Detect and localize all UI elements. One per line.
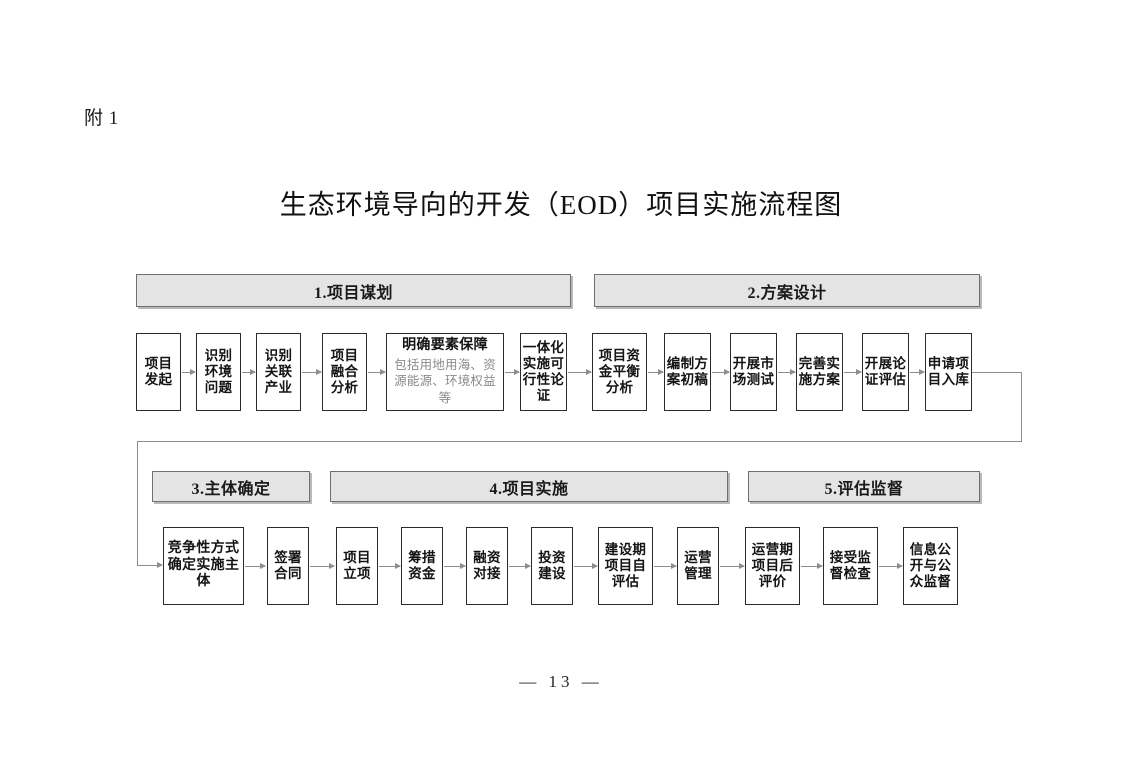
- flow-node-sign-contract[interactable]: 签署合同: [267, 527, 309, 605]
- node-title: 编制方案初稿: [666, 356, 709, 387]
- arrow-m5-m6: [509, 561, 531, 571]
- flow-node-information-disclosure-public-supervision[interactable]: 信息公开与公众监督: [903, 527, 958, 605]
- flow-node-project-approval[interactable]: 项目立项: [336, 527, 378, 605]
- node-title: 投资建设: [538, 550, 566, 581]
- flow-node-fund-balance-analysis[interactable]: 项目资金平衡分析: [592, 333, 647, 411]
- flow-node-identify-related-industries[interactable]: 识别关联产业: [256, 333, 301, 411]
- arrow-m8-m9: [720, 561, 745, 571]
- node-title: 项目立项: [343, 550, 371, 581]
- arrow-m10-m11: [879, 561, 903, 571]
- flow-node-improve-implementation-plan[interactable]: 完善实施方案: [796, 333, 843, 411]
- node-title: 项目资金平衡分析: [598, 348, 641, 395]
- node-title: 项目融合分析: [330, 348, 359, 395]
- flow-node-accept-supervision-inspection[interactable]: 接受监督检查: [823, 527, 878, 605]
- flow-node-operation-management[interactable]: 运营管理: [677, 527, 719, 605]
- arrow-m6-m7: [574, 561, 598, 571]
- arrow-m3-m4: [379, 561, 401, 571]
- flow-node-operation-post-evaluation[interactable]: 运营期项目后评价: [745, 527, 800, 605]
- stage-header-4: 4.项目实施: [330, 471, 728, 502]
- arrow-n11-n12: [910, 367, 925, 377]
- flow-node-raise-funds[interactable]: 筹措资金: [401, 527, 443, 605]
- wrap-connector-top-segment: [972, 372, 1022, 374]
- arrow-n4-n5: [368, 367, 386, 377]
- arrow-n3-n4: [302, 367, 322, 377]
- stage-header-1: 1.项目谋划: [136, 274, 571, 307]
- arrow-m1-m2: [245, 561, 266, 571]
- arrow-m9-m10: [801, 561, 823, 571]
- arrow-n1-n2: [182, 367, 196, 377]
- node-title: 完善实施方案: [798, 356, 841, 387]
- wrap-connector-right-segment: [1021, 372, 1023, 442]
- arrow-m2-m3: [310, 561, 335, 571]
- node-subtitle: 包括用地用海、资源能源、环境权益等: [394, 357, 496, 405]
- node-title: 建设期项目自评估: [604, 542, 647, 589]
- arrow-n5-n6: [505, 367, 520, 377]
- node-title: 明确要素保障: [402, 337, 488, 353]
- node-title: 开展论证评估: [864, 356, 907, 387]
- node-title: 项目发起: [144, 356, 173, 387]
- page-footer: — 13 —: [519, 672, 603, 691]
- node-title: 筹措资金: [408, 550, 436, 581]
- wrap-connector-middle-segment: [137, 441, 1022, 443]
- arrow-m4-m5: [444, 561, 466, 571]
- arrow-n8-n9: [712, 367, 730, 377]
- wrap-connector-left-segment: [137, 441, 139, 566]
- arrow-n9-n10: [778, 367, 796, 377]
- flow-node-financing-connection[interactable]: 融资对接: [466, 527, 508, 605]
- flow-node-integration-analysis[interactable]: 项目融合分析: [322, 333, 367, 411]
- flow-node-draft-plan[interactable]: 编制方案初稿: [664, 333, 711, 411]
- node-title: 信息公开与公众监督: [909, 542, 952, 589]
- node-title: 融资对接: [473, 550, 501, 581]
- stage-header-2: 2.方案设计: [594, 274, 980, 307]
- flow-node-construction-self-evaluation[interactable]: 建设期项目自评估: [598, 527, 653, 605]
- attachment-label: 附 1: [84, 108, 119, 129]
- node-title: 竞争性方式确定实施主体: [167, 541, 240, 590]
- flow-node-demonstration-evaluation[interactable]: 开展论证评估: [862, 333, 909, 411]
- arrow-m7-m8: [654, 561, 677, 571]
- page-title: 生态环境导向的开发（EOD）项目实施流程图: [279, 190, 843, 220]
- stage-header-3: 3.主体确定: [152, 471, 310, 502]
- flow-node-apply-project-warehousing[interactable]: 申请项目入库: [925, 333, 972, 411]
- flow-node-identify-environmental-problems[interactable]: 识别环境问题: [196, 333, 241, 411]
- node-title: 一体化实施可行性论证: [522, 340, 565, 403]
- node-title: 签署合同: [274, 550, 302, 581]
- node-title: 运营期项目后评价: [751, 542, 794, 589]
- flow-node-project-initiation[interactable]: 项目发起: [136, 333, 181, 411]
- node-title: 运营管理: [684, 550, 712, 581]
- flow-node-investment-construction[interactable]: 投资建设: [531, 527, 573, 605]
- stage-header-5: 5.评估监督: [748, 471, 980, 502]
- flow-node-clarify-element-guarantee[interactable]: 明确要素保障 包括用地用海、资源能源、环境权益等: [386, 333, 504, 411]
- node-title: 开展市场测试: [732, 356, 775, 387]
- arrow-n6-n7: [568, 367, 592, 377]
- arrow-n2-n3: [242, 367, 256, 377]
- node-title: 识别关联产业: [264, 348, 293, 395]
- wrap-connector-bottom-segment: [137, 565, 158, 567]
- node-title: 识别环境问题: [204, 348, 233, 395]
- wrap-connector-arrow-head: [157, 562, 163, 568]
- node-title: 接受监督检查: [829, 550, 872, 581]
- arrow-n7-n8: [648, 367, 664, 377]
- flow-node-market-testing[interactable]: 开展市场测试: [730, 333, 777, 411]
- flow-node-feasibility-argumentation[interactable]: 一体化实施可行性论证: [520, 333, 567, 411]
- flow-node-competitive-entity-selection[interactable]: 竞争性方式确定实施主体: [163, 527, 244, 605]
- node-title: 申请项目入库: [927, 356, 970, 387]
- arrow-n10-n11: [844, 367, 862, 377]
